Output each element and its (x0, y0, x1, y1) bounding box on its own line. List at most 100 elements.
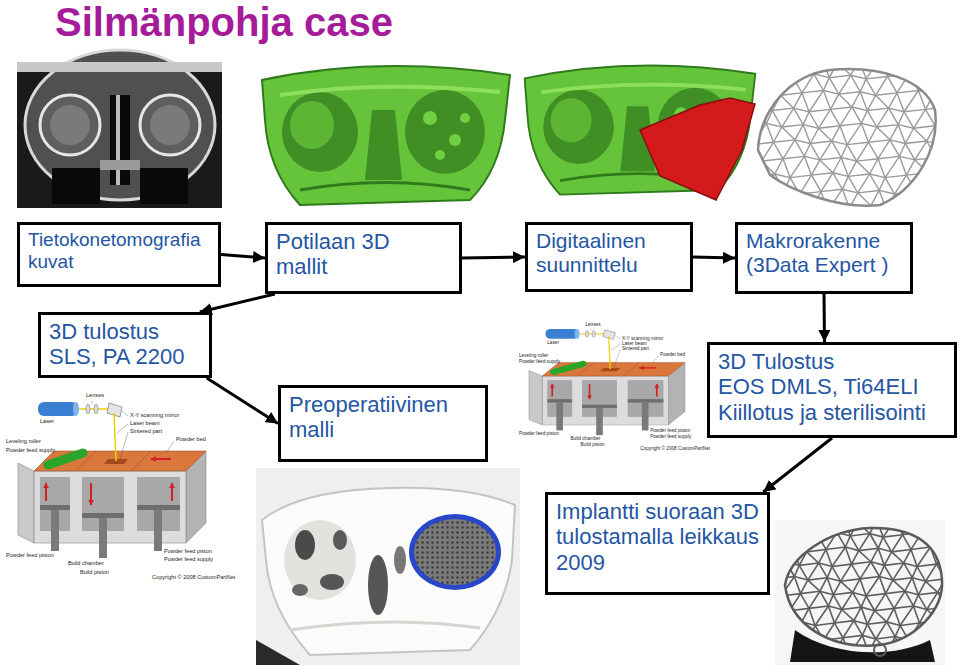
implant-mesh-line (952, 622, 960, 624)
skull-model (262, 66, 510, 205)
implant-mesh-line (945, 579, 951, 596)
mesh-line (943, 174, 960, 176)
mesh-line (747, 189, 762, 193)
mesh-line (794, 108, 804, 124)
mesh-line (937, 176, 943, 189)
mesh-line (942, 145, 952, 161)
implant-mesh-line (946, 607, 959, 611)
implant-mesh-line (870, 534, 879, 549)
process-box: Implantti suoraan 3D tulostamalla leikka… (545, 492, 770, 595)
implant-mesh-line (951, 596, 960, 611)
part-label: Laser beam (130, 421, 160, 427)
mesh-line (801, 61, 814, 74)
mesh-line (857, 142, 869, 161)
implant-photo (785, 528, 942, 646)
box-text: 3D Tulostus (718, 349, 946, 374)
mesh-line (833, 158, 841, 173)
implant-mesh-line (954, 650, 960, 652)
mesh-line (819, 126, 840, 128)
implant-mesh-line (773, 522, 785, 533)
implant-mesh-line (956, 548, 960, 562)
mesh-line (753, 161, 761, 176)
implant-mesh-line (836, 638, 843, 652)
implant-mesh-line (943, 652, 954, 669)
implant-mesh-line (836, 651, 849, 655)
implant-mesh-line (878, 537, 883, 548)
implant-mesh-line (922, 532, 935, 536)
part-label: Laser beam (622, 342, 647, 347)
mesh-line (803, 112, 809, 125)
implant-mesh-line (896, 654, 901, 665)
implant-mesh-line (825, 521, 837, 532)
implant-mesh-line (922, 519, 929, 533)
mesh-line (794, 93, 802, 108)
implant-mesh-line (781, 594, 800, 596)
mesh-line (745, 107, 757, 126)
model-photo (290, 622, 480, 630)
mesh-line (823, 78, 829, 91)
implant-mesh-line (895, 625, 900, 636)
mesh-line (823, 91, 838, 95)
mesh-line (833, 173, 843, 189)
implant-mesh-line (843, 638, 849, 655)
implant-mesh-line (894, 606, 913, 608)
mesh-line (889, 93, 897, 108)
implant-mesh-line (832, 564, 851, 566)
mesh-line (954, 222, 960, 224)
mesh-line (933, 62, 946, 75)
part-label: Copyright © 2008 CustomPartNet (640, 447, 710, 452)
implant-mesh-line (875, 611, 887, 622)
mesh-line (923, 210, 933, 226)
implant-mesh-line (904, 549, 911, 563)
part-label: Laser (547, 341, 559, 346)
implant-mesh-line (777, 624, 782, 635)
implant-mesh-line (775, 576, 794, 578)
implant-mesh-line (867, 611, 874, 625)
implant-mesh-line (809, 608, 815, 625)
implant-mesh-line (871, 562, 880, 577)
implant-mesh-line (926, 564, 937, 581)
implant-mesh-line (945, 562, 956, 579)
implant-mesh-line (801, 580, 808, 594)
implant-mesh-line (894, 608, 900, 625)
mesh-line (851, 75, 861, 91)
part-label: X-Y scanning mirror (622, 337, 663, 342)
mesh-line (810, 128, 818, 143)
mesh-line (870, 159, 878, 174)
mesh-line (812, 160, 820, 175)
mesh-line (871, 190, 879, 205)
model-photo (414, 519, 496, 585)
mesh-line (923, 208, 944, 210)
mesh-line (785, 58, 792, 77)
implant-mesh-line (835, 623, 844, 638)
mesh-line (746, 158, 761, 162)
mesh-line (917, 210, 923, 223)
mesh-line (840, 123, 861, 125)
mesh-line (772, 108, 793, 110)
implant-mesh-line (905, 578, 912, 592)
implant-mesh-line (854, 607, 861, 621)
mesh-line (952, 142, 960, 161)
implant-mesh-line (825, 651, 836, 668)
mesh-line (804, 156, 811, 175)
implant-mesh-line (918, 581, 925, 595)
implant-mesh-line (929, 519, 942, 523)
implant-mesh-line (803, 650, 812, 665)
mesh-line (813, 207, 828, 211)
implant-mesh-line (782, 611, 789, 625)
implant-mesh-line (909, 640, 921, 651)
mesh-line (785, 209, 791, 222)
implant-mesh-line (862, 635, 875, 639)
model-photo (333, 530, 347, 550)
mesh-line (933, 208, 945, 227)
part-label: Powder feed piston (6, 553, 54, 559)
part-label: Build chamber (68, 561, 104, 567)
mesh-line (924, 62, 932, 77)
implant-mesh-line (929, 519, 935, 536)
mesh-line (899, 143, 905, 156)
implant-mesh-line (774, 534, 785, 551)
process-box: 3D TulostusEOS DMLS, Ti64ELIKiillotus ja… (707, 342, 957, 438)
implant-mesh-line (785, 534, 794, 549)
mesh-line (756, 75, 766, 91)
mesh-line (776, 206, 786, 222)
